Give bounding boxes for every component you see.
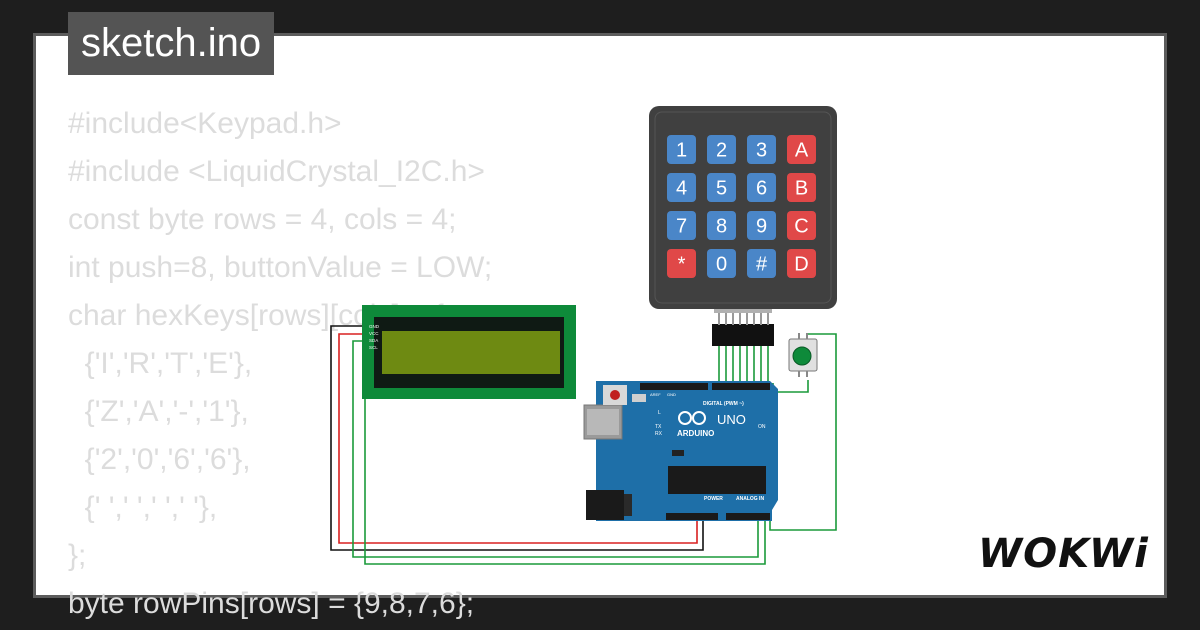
keypad-key-label: 3 [756,140,767,162]
keypad-key[interactable]: 8 [707,211,736,240]
keypad-key[interactable]: # [747,249,776,278]
lcd-pin-label: GND [369,324,380,329]
code-line: #include<Keypad.h> [68,107,342,140]
code-line: {' ',' ',' ',' '}, [68,491,218,524]
keypad-key-label: 4 [676,178,687,200]
analog-label: ANALOG IN [736,496,764,502]
keypad-key-label: A [795,140,809,162]
code-editor: #include<Keypad.h> #include <LiquidCrysta… [68,100,492,628]
keypad-key[interactable]: * [667,249,696,278]
keypad-key-label: C [794,216,808,238]
usb-port [587,409,619,435]
wire-lcd-gnd[interactable] [330,325,704,551]
keypad-key-label: 2 [716,140,727,162]
keypad-key[interactable]: 7 [667,211,696,240]
keypad-key-label: # [756,254,768,276]
power-label: POWER [704,496,723,502]
keypad-key-label: D [794,254,808,276]
code-line: int push=8, buttonValue = LOW; [68,251,493,284]
code-line: byte rowPins[rows] = {9,8,7,6}; [68,587,475,620]
arduino-logo [678,411,706,425]
keypad-key-label: 0 [716,254,727,276]
gnd-label: GND [667,392,676,397]
digital-label: DIGITAL (PWM ~) [703,401,744,407]
button-cap[interactable] [792,346,812,366]
keypad-key[interactable]: C [787,211,816,240]
push-button[interactable] [788,333,818,377]
keypad-key-label: 8 [716,216,727,238]
rx-label: RX [655,431,663,437]
keypad-key-label: 9 [756,216,767,238]
code-line: {'I','R','T','E'}, [68,347,253,380]
keypad-key[interactable]: A [787,135,816,164]
keypad-key[interactable]: 9 [747,211,776,240]
file-tab[interactable]: sketch.ino [68,12,275,75]
atmega-chip [668,466,766,494]
keypad-key[interactable]: B [787,173,816,202]
keypad-key-label: 1 [676,140,687,162]
code-line: #include <LiquidCrystal_I2C.h> [68,155,485,188]
keypad[interactable]: 1 2 3 A 4 5 6 B 7 8 9 C * 0 # D [649,106,837,346]
keypad-key-label: 5 [716,178,727,200]
wokwi-logo: WOKWi [978,531,1149,577]
keypad-key[interactable]: 0 [707,249,736,278]
l-label: L [658,410,661,416]
on-label: ON [758,424,766,430]
keypad-key-label: 6 [756,178,767,200]
code-line: {'2','0','6','6'}, [68,443,251,476]
code-line: {'Z','A','-','1'}, [68,395,249,428]
keypad-key[interactable]: 4 [667,173,696,202]
arduino-uno[interactable]: ARDUINO UNO DIGITAL (PWM ~) POWER ANALOG… [583,381,778,521]
model-label: UNO [717,412,746,427]
power-jack [586,490,624,520]
keypad-key[interactable]: 6 [747,173,776,202]
lcd-pin-label: SDA [369,338,378,343]
code-line: const byte rows = 4, cols = 4; [68,203,457,236]
brand-label: ARDUINO [677,429,714,438]
wire-lcd-sda[interactable] [352,340,759,558]
keypad-key[interactable]: 1 [667,135,696,164]
keypad-key[interactable]: 3 [747,135,776,164]
lcd-display[interactable]: GND VCC SDA SCL [362,305,576,399]
keypad-key-label: * [678,254,686,276]
reset-button[interactable] [610,390,620,400]
keypad-key[interactable]: D [787,249,816,278]
keypad-key[interactable]: 2 [707,135,736,164]
keypad-key[interactable]: 5 [707,173,736,202]
keypad-key-label: B [795,178,808,200]
keypad-keys: 1 2 3 A 4 5 6 B 7 8 9 C * 0 # D [667,135,816,278]
lcd-pin-labels: GND VCC SDA SCL [369,324,380,350]
lcd-pin-label: SCL [369,345,378,350]
wire-lcd-vcc[interactable] [338,333,698,544]
lcd-pin-label: VCC [369,331,379,336]
wire-button-signal[interactable] [769,333,837,531]
aref-label: AREF [650,392,661,397]
tx-label: TX [655,424,662,430]
keypad-key-label: 7 [676,216,687,238]
code-line: }; [68,539,87,572]
